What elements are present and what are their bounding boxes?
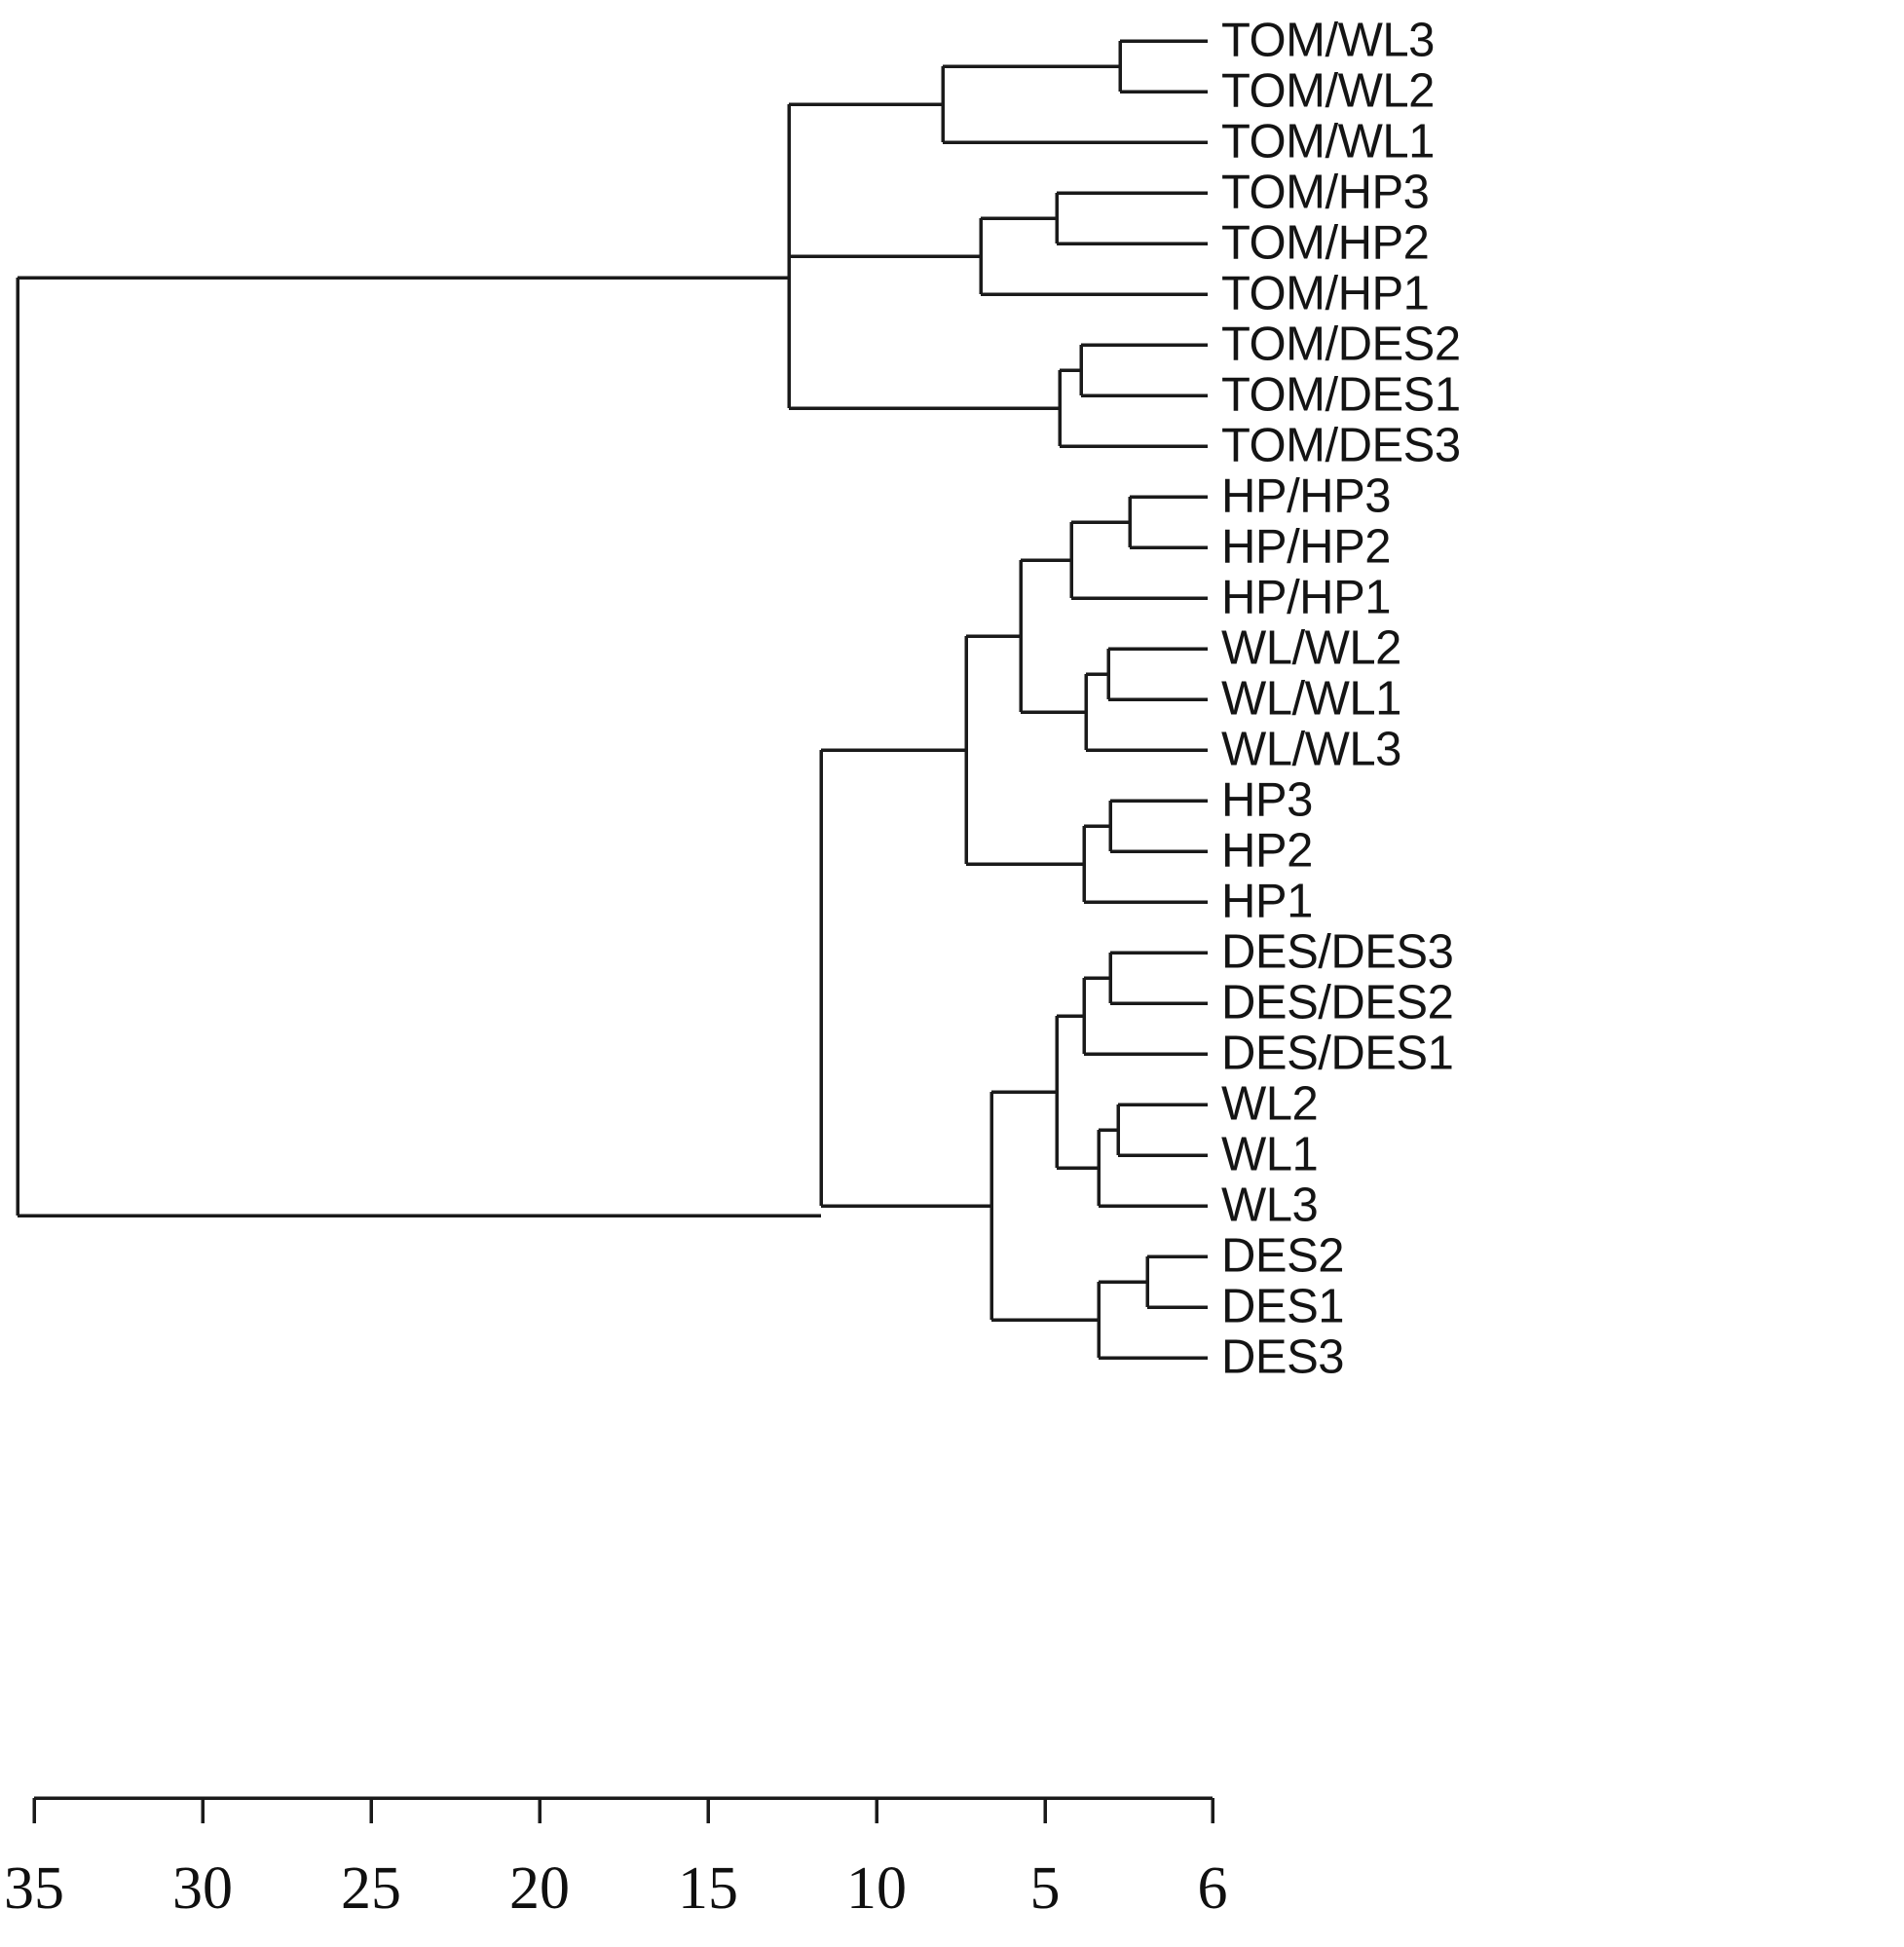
leaf-label: WL3: [1221, 1179, 1319, 1232]
leaf-label: WL/WL1: [1221, 672, 1401, 726]
leaf-label: TOM/HP3: [1221, 166, 1430, 219]
dendrogram-merge-verticals: [16, 41, 1149, 1358]
leaf-label: DES2: [1221, 1229, 1345, 1283]
leaf-label: DES/DES3: [1221, 925, 1454, 979]
leaf-label: WL/WL3: [1221, 723, 1401, 776]
leaf-label: TOM/HP2: [1221, 216, 1430, 270]
axis-tick-label: 5: [1029, 1855, 1061, 1922]
leaf-label: TOM/DES3: [1221, 419, 1461, 472]
axis-tick-label: 10: [846, 1855, 907, 1922]
leaf-label: HP2: [1221, 824, 1313, 878]
leaf-label: WL1: [1221, 1128, 1319, 1181]
leaf-label: DES1: [1221, 1280, 1345, 1333]
leaf-label: TOM/WL2: [1221, 64, 1435, 118]
leaf-label: HP/HP3: [1221, 469, 1392, 523]
axis-tick-label: 30: [172, 1855, 233, 1922]
leaf-label: HP/HP1: [1221, 571, 1392, 624]
axis-tick-label: 25: [341, 1855, 401, 1922]
leaf-label: TOM/HP1: [1221, 267, 1430, 320]
leaf-label: TOM/WL3: [1221, 14, 1435, 67]
axis-tick-label: 35: [4, 1855, 64, 1922]
dendrogram-axis: [32, 1796, 1214, 1823]
leaf-label: HP/HP2: [1221, 520, 1392, 574]
leaf-label: WL2: [1221, 1077, 1319, 1131]
axis-tick-label: 6: [1197, 1855, 1228, 1922]
leaf-label: TOM/DES1: [1221, 368, 1461, 422]
leaf-label: WL/WL2: [1221, 621, 1401, 675]
leaf-label: HP1: [1221, 875, 1313, 928]
dendrogram-links: [18, 39, 1208, 1360]
leaf-label: DES/DES2: [1221, 976, 1454, 1030]
leaf-label: TOM/WL1: [1221, 115, 1435, 168]
leaf-label: HP3: [1221, 773, 1313, 827]
axis-tick-label: 15: [678, 1855, 738, 1922]
leaf-label: DES/DES1: [1221, 1027, 1454, 1080]
axis-tick-label: 20: [509, 1855, 570, 1922]
leaf-label: TOM/DES2: [1221, 318, 1461, 371]
leaf-label: DES3: [1221, 1330, 1345, 1384]
